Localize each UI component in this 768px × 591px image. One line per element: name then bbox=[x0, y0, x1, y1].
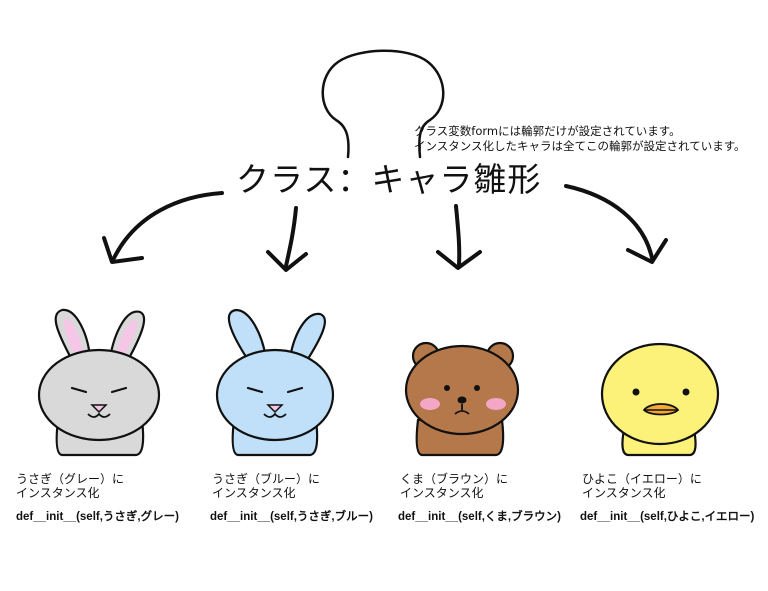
template-silhouette-icon bbox=[321, 49, 445, 159]
yellow-chick-icon bbox=[600, 342, 720, 457]
arrow-to-brown-bear bbox=[436, 204, 482, 270]
caption-line-1: うさぎ（グレー）に bbox=[16, 472, 125, 486]
arrow-to-gray-rabbit bbox=[102, 191, 224, 264]
caption-line-1: ひよこ（イエロー）に bbox=[582, 472, 702, 486]
code-yellow-chick: def__init__(self,ひよこ,イエロー) bbox=[580, 511, 755, 523]
code-gray-rabbit: def__init__(self,うさぎ,グレー) bbox=[16, 511, 179, 523]
class-title: クラス：キャラ雛形 bbox=[236, 160, 542, 199]
arrow-to-blue-rabbit bbox=[266, 206, 308, 272]
blue-rabbit-icon bbox=[215, 308, 335, 457]
note-line-2: インスタンス化したキャラは全てこの輪郭が設定されています。 bbox=[414, 139, 746, 153]
arrow-to-yellow-chick bbox=[564, 184, 668, 264]
caption-line-2: インスタンス化 bbox=[16, 486, 100, 500]
code-brown-bear: def__init__(self,くま,ブラウン) bbox=[398, 511, 561, 523]
brown-bear-icon bbox=[404, 341, 520, 457]
caption-gray-rabbit: うさぎ（グレー）に インスタンス化 bbox=[16, 472, 124, 500]
caption-line-2: インスタンス化 bbox=[400, 486, 484, 500]
caption-blue-rabbit: うさぎ（ブルー）に インスタンス化 bbox=[212, 472, 320, 500]
gray-rabbit-icon bbox=[37, 308, 161, 457]
caption-yellow-chick: ひよこ（イエロー）に インスタンス化 bbox=[582, 472, 702, 500]
class-variable-note: クラス変数formには輪郭だけが設定されています。 インスタンス化したキャラは全… bbox=[414, 124, 746, 154]
caption-line-2: インスタンス化 bbox=[582, 486, 666, 500]
caption-line-1: うさぎ（ブルー）に bbox=[212, 472, 321, 486]
caption-line-1: くま（ブラウン）に bbox=[400, 472, 509, 486]
code-blue-rabbit: def__init__(self,うさぎ,ブルー) bbox=[210, 511, 373, 523]
note-line-1: クラス変数formには輪郭だけが設定されています。 bbox=[414, 124, 681, 138]
caption-brown-bear: くま（ブラウン）に インスタンス化 bbox=[400, 472, 508, 500]
caption-line-2: インスタンス化 bbox=[212, 486, 296, 500]
